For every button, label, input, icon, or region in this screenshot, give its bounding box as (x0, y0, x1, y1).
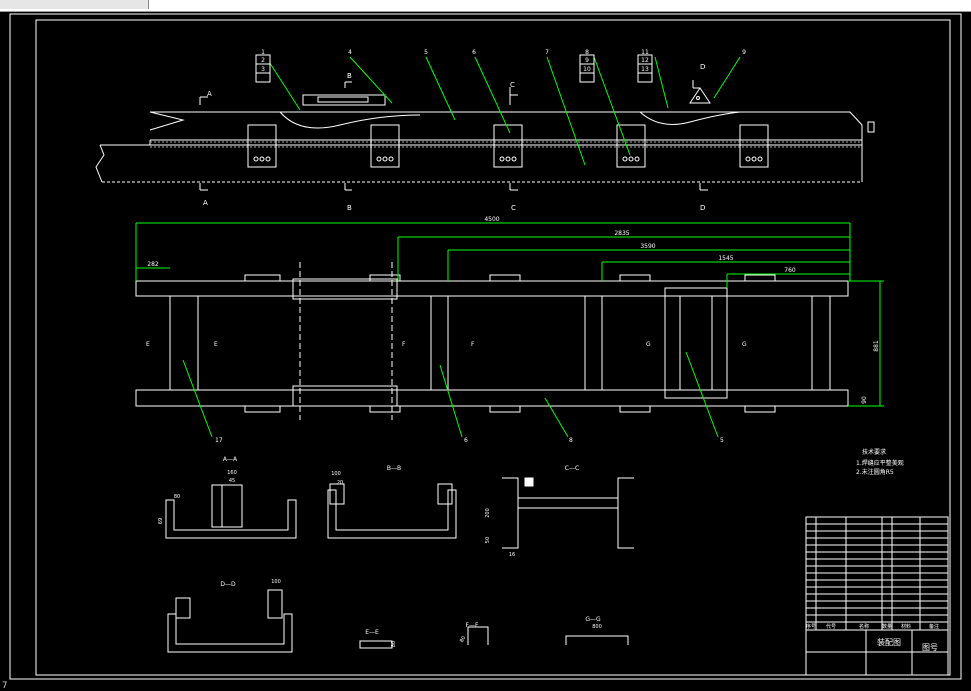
dimension-text: 881 (873, 340, 880, 352)
balloon-number: 2 (261, 57, 265, 64)
dimension-text: 100 (331, 471, 341, 477)
parts-list-header: 备注 (929, 623, 939, 630)
tech-notes-title: 技术要求 (862, 448, 886, 456)
section-letter-e: E (214, 341, 218, 348)
dimension-text: 4500 (484, 216, 499, 223)
dimension-text: 200 (485, 508, 491, 518)
balloon-number: 5 (720, 437, 724, 444)
elevation-view (95, 87, 875, 183)
section-gg (565, 635, 629, 645)
balloon-number: 1 (261, 49, 265, 56)
parts-list-header: 代号 (826, 623, 836, 630)
window-top-bar (0, 0, 971, 12)
section-letter-e: E (146, 341, 150, 348)
section-ee (359, 640, 393, 649)
elevation-outline (150, 111, 863, 141)
section-aa (165, 484, 297, 539)
section-letter-f: F (471, 341, 475, 348)
dimension-text: 45 (229, 478, 235, 484)
dimension-text: 1545 (718, 255, 733, 262)
section-cc (502, 477, 634, 549)
dimension-text: 69 (158, 518, 164, 524)
balloon-number: 10 (583, 66, 591, 73)
balloon-number: 12 (641, 57, 649, 64)
dimension-text: 800 (592, 624, 602, 630)
dimension-text: 16 (509, 552, 515, 558)
section-letter-g: G (646, 341, 651, 348)
dimension-text: 282 (147, 261, 159, 268)
clamp-block (370, 124, 400, 168)
plan-lugs (244, 274, 776, 413)
section-ff (467, 626, 489, 645)
section-letter-f: F (402, 341, 406, 348)
dimension-text: 50 (485, 537, 491, 543)
clamp-blocks (247, 124, 769, 168)
section-bb (327, 483, 457, 539)
parts-list-header: 序号 (806, 623, 816, 630)
plan-view (135, 262, 849, 420)
balloon-stack-1 (255, 54, 653, 83)
balloon-number: 6 (472, 49, 476, 56)
dimension-text: 20 (337, 480, 343, 486)
tech-notes-line: 1.焊缝应平整美观 (856, 459, 904, 467)
section-letter-d: D (700, 204, 705, 212)
section-letter-b: B (347, 204, 352, 212)
sheet-border-outer (9, 13, 962, 680)
section-title: B—B (387, 465, 401, 472)
balloon-number: 9 (742, 49, 746, 56)
dimension-text: 760 (784, 267, 796, 274)
plan-leaders (182, 351, 719, 438)
balloon-number: 9 (585, 57, 589, 64)
section-title: E—E (365, 629, 379, 636)
section-letter-a: A (203, 199, 208, 207)
dimension-text: 160 (227, 470, 237, 476)
section-letter-b: B (347, 72, 352, 80)
section-letter-c: C (510, 81, 515, 89)
drawing-number-label: 图号 (922, 643, 938, 652)
section-title: F—F (466, 622, 479, 629)
section-letter-d: D (700, 63, 705, 71)
balloon-number: 8 (569, 437, 573, 444)
parts-list-header: 材料 (901, 623, 911, 630)
section-letter-g: G (742, 341, 747, 348)
dimension-text: 80 (459, 635, 467, 644)
balloon-number: 11 (641, 49, 649, 56)
clamp-block (247, 124, 277, 168)
dimension-text: 2835 (614, 230, 629, 237)
section-title: D—D (220, 581, 236, 588)
corner-mark: 7 (2, 681, 8, 691)
cad-drawing-canvas[interactable]: 1 2 3 4 5 6 7 8 9 10 11 12 13 9 A A B B … (0, 11, 971, 691)
balloon-number: 17 (215, 437, 223, 444)
balloon-number: 13 (641, 66, 649, 73)
section-title: G—G (585, 616, 601, 623)
balloon-number: 5 (424, 49, 428, 56)
elevation-leaders (265, 56, 741, 166)
balloon-number: 6 (464, 437, 468, 444)
balloon-number: 7 (545, 49, 549, 56)
clamp-block (616, 124, 646, 168)
drawing-name: 装配图 (877, 637, 901, 647)
clamp-block (739, 124, 769, 168)
dimension-text: 3590 (640, 243, 655, 250)
section-dd (167, 589, 293, 653)
tech-notes-line: 2.未注圆角R5 (856, 468, 894, 476)
balloon-number: 3 (261, 66, 265, 73)
section-title: C—C (565, 465, 579, 472)
sheet-border-inner (35, 19, 951, 676)
document-tab[interactable] (0, 0, 149, 9)
clamp-block (493, 124, 523, 168)
dimension-text: 80 (174, 494, 180, 500)
dimension-text: 100 (271, 579, 281, 585)
parts-list-header: 数量 (882, 623, 892, 630)
parts-list-header: 名称 (859, 623, 869, 630)
parts-list-table (805, 516, 949, 676)
dimension-text: 90 (861, 396, 868, 404)
section-letter-a: A (207, 90, 212, 98)
plan-dimensions (135, 222, 884, 407)
balloon-number: 4 (348, 49, 352, 56)
balloon-number: 8 (585, 49, 589, 56)
section-title: A—A (223, 456, 238, 463)
dimension-text: 80 (391, 641, 397, 647)
section-letter-c: C (511, 204, 516, 212)
